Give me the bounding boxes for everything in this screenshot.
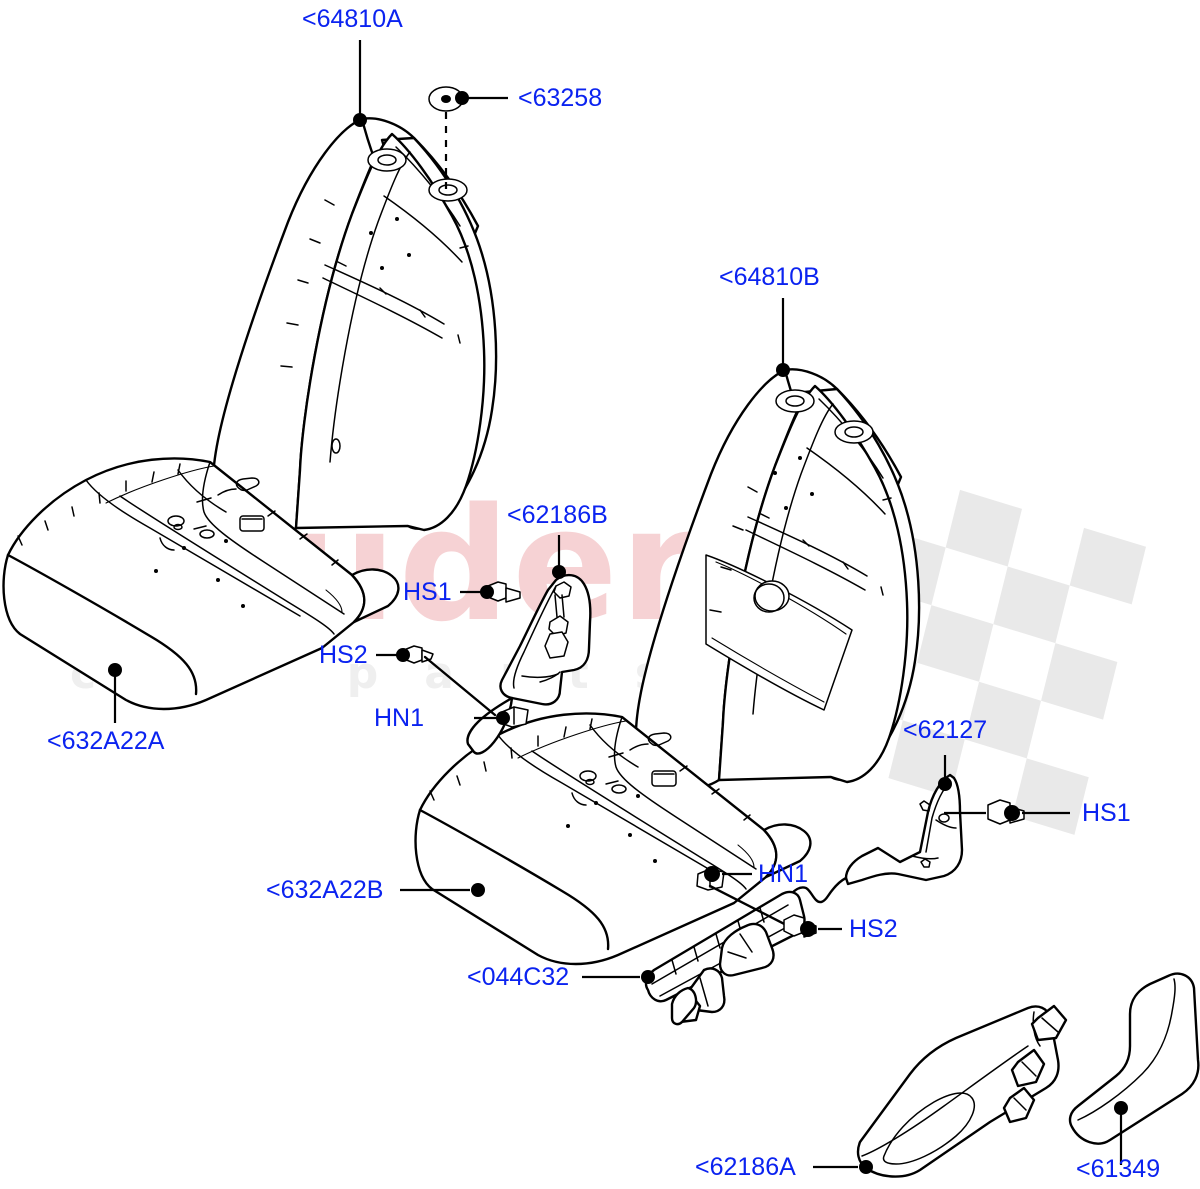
part-63258-grommet bbox=[428, 86, 508, 190]
part-62127-side-shield-bracket bbox=[788, 773, 964, 904]
fastener-hs1-lower-screw bbox=[944, 799, 1070, 825]
part-label-hs1-upper[interactable]: HS1 bbox=[403, 578, 452, 606]
part-label-hs2-upper[interactable]: HS2 bbox=[319, 641, 368, 669]
fastener-hs1-upper-screw bbox=[460, 581, 521, 603]
part-label-63258[interactable]: <63258 bbox=[518, 84, 603, 112]
part-label-632A22A[interactable]: <632A22A bbox=[47, 727, 165, 755]
part-label-hs2-lower[interactable]: HS2 bbox=[849, 915, 898, 943]
part-044C32-seat-track-rail bbox=[644, 890, 806, 1026]
part-label-64810A[interactable]: <64810A bbox=[302, 5, 403, 33]
fastener-hs2-lower-screw bbox=[783, 914, 842, 938]
part-label-632A22B[interactable]: <632A22B bbox=[266, 876, 384, 904]
part-label-64810B[interactable]: <64810B bbox=[719, 263, 820, 291]
fastener-hs2-upper-screw bbox=[376, 645, 497, 717]
leader-lines bbox=[108, 40, 1128, 1174]
fastener-hn1-upper-nut bbox=[474, 706, 529, 728]
part-64810B-seat-back-pad-right bbox=[634, 368, 921, 790]
part-label-62127[interactable]: <62127 bbox=[903, 716, 988, 744]
part-label-62186B[interactable]: <62186B bbox=[507, 501, 608, 529]
part-label-hn1-upper[interactable]: HN1 bbox=[374, 704, 425, 732]
part-64810A-seat-back-pad-left bbox=[211, 117, 498, 538]
part-label-hs1-lower[interactable]: HS1 bbox=[1082, 799, 1131, 827]
part-label-hn1-lower[interactable]: HN1 bbox=[758, 860, 809, 888]
part-label-044C32[interactable]: <044C32 bbox=[467, 963, 570, 991]
part-62186A-outer-side-valance-trim bbox=[856, 1004, 1068, 1178]
part-61349-inner-side-valance-trim bbox=[1068, 972, 1200, 1145]
part-62186B-side-valance-bracket bbox=[466, 573, 592, 755]
part-label-61349[interactable]: <61349 bbox=[1076, 1155, 1161, 1183]
part-632A22A-seat-cushion-pad-left bbox=[2, 457, 400, 711]
part-label-62186A[interactable]: <62186A bbox=[695, 1153, 796, 1181]
